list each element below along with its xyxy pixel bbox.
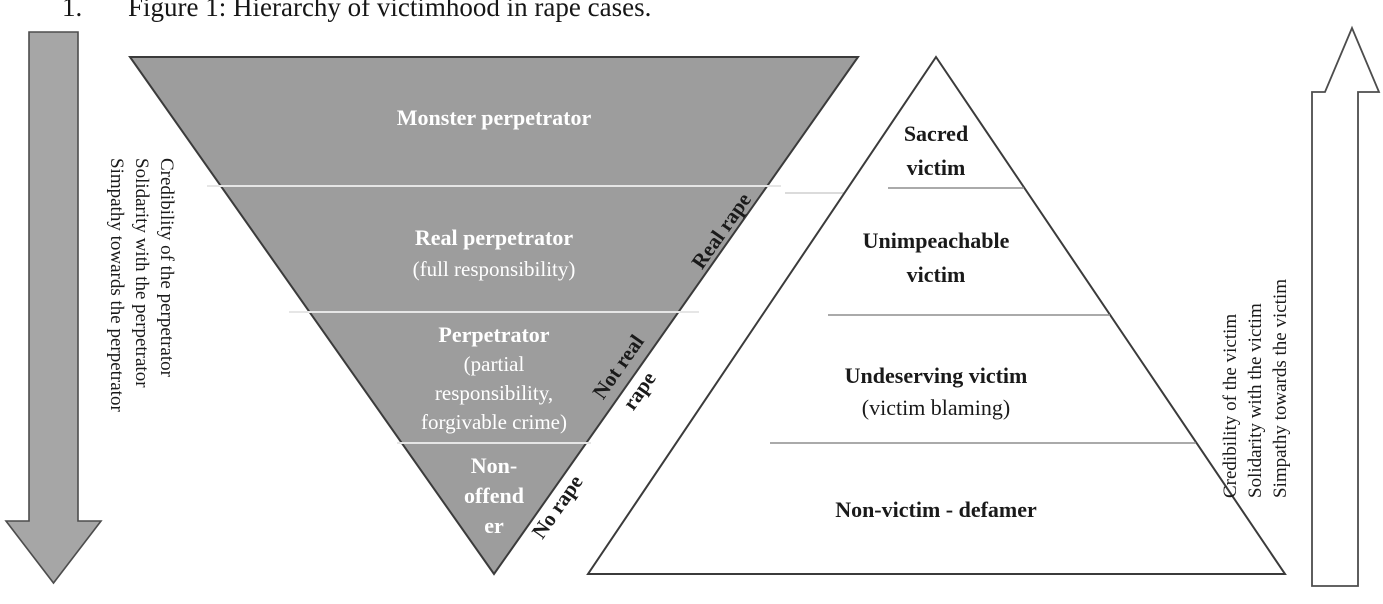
victim-axis-label-0: Credibility of the victim <box>1220 314 1241 498</box>
victim-axis-labels: Credibility of the victim Solidarity wit… <box>1220 279 1291 498</box>
figure-list-number: 1. <box>62 0 83 22</box>
victim-tier-0-title-1: victim <box>907 155 966 180</box>
up-arrow <box>1311 25 1381 587</box>
perpetrator-tier-2-title: Perpetrator <box>438 322 549 347</box>
victim-tier-2-sub: (victim blaming) <box>862 395 1010 420</box>
victim-tier-1-title-1: victim <box>907 262 966 287</box>
perpetrator-tier-3-title-2: er <box>484 513 504 538</box>
figure-title: Figure 1: Hierarchy of victimhood in rap… <box>128 0 652 22</box>
perpetrator-tier-2-sub-1: responsibility, <box>435 381 553 405</box>
perpetrator-tier-2-sub-2: forgivable crime) <box>421 410 567 434</box>
victim-tier-1-title-0: Unimpeachable <box>863 228 1010 253</box>
perpetrator-axis-label-1: Solidarity with the perpetrator <box>131 158 152 388</box>
perpetrator-axis-label-2: Simpathy towards the perpetrator <box>106 158 127 412</box>
perpetrator-axis-labels: Credibility of the perpetrator Solidarit… <box>106 158 177 412</box>
perpetrator-tier-0-title: Monster perpetrator <box>397 105 592 130</box>
victim-tier-3-title: Non-victim - defamer <box>835 497 1037 522</box>
victim-axis-label-1: Solidarity with the victim <box>1245 303 1266 498</box>
perpetrator-tier-3-title-1: offend <box>464 483 524 508</box>
perpetrator-tier-2-sub-0: (partial <box>464 352 525 376</box>
perpetrator-tier-1-sub: (full responsibility) <box>413 257 576 281</box>
down-arrow <box>4 31 103 585</box>
victim-tier-0-title-0: Sacred <box>904 121 968 146</box>
perpetrator-tier-3-title-0: Non- <box>471 453 517 478</box>
figure-title-row: 1. Figure 1: Hierarchy of victimhood in … <box>0 0 1383 26</box>
victim-tier-2-title: Undeserving victim <box>845 363 1028 388</box>
perpetrator-triangle: Monster perpetrator Real perpetrator (fu… <box>128 56 860 576</box>
perpetrator-axis-label-0: Credibility of the perpetrator <box>156 158 177 378</box>
perpetrator-tier-1-title: Real perpetrator <box>415 225 573 250</box>
up-arrow-shape <box>1311 25 1381 587</box>
victim-axis-label-2: Simpathy towards the victim <box>1270 279 1291 498</box>
down-arrow-shape <box>4 31 103 585</box>
victim-triangle: Sacred victim Unimpeachable victim Undes… <box>586 55 1287 575</box>
